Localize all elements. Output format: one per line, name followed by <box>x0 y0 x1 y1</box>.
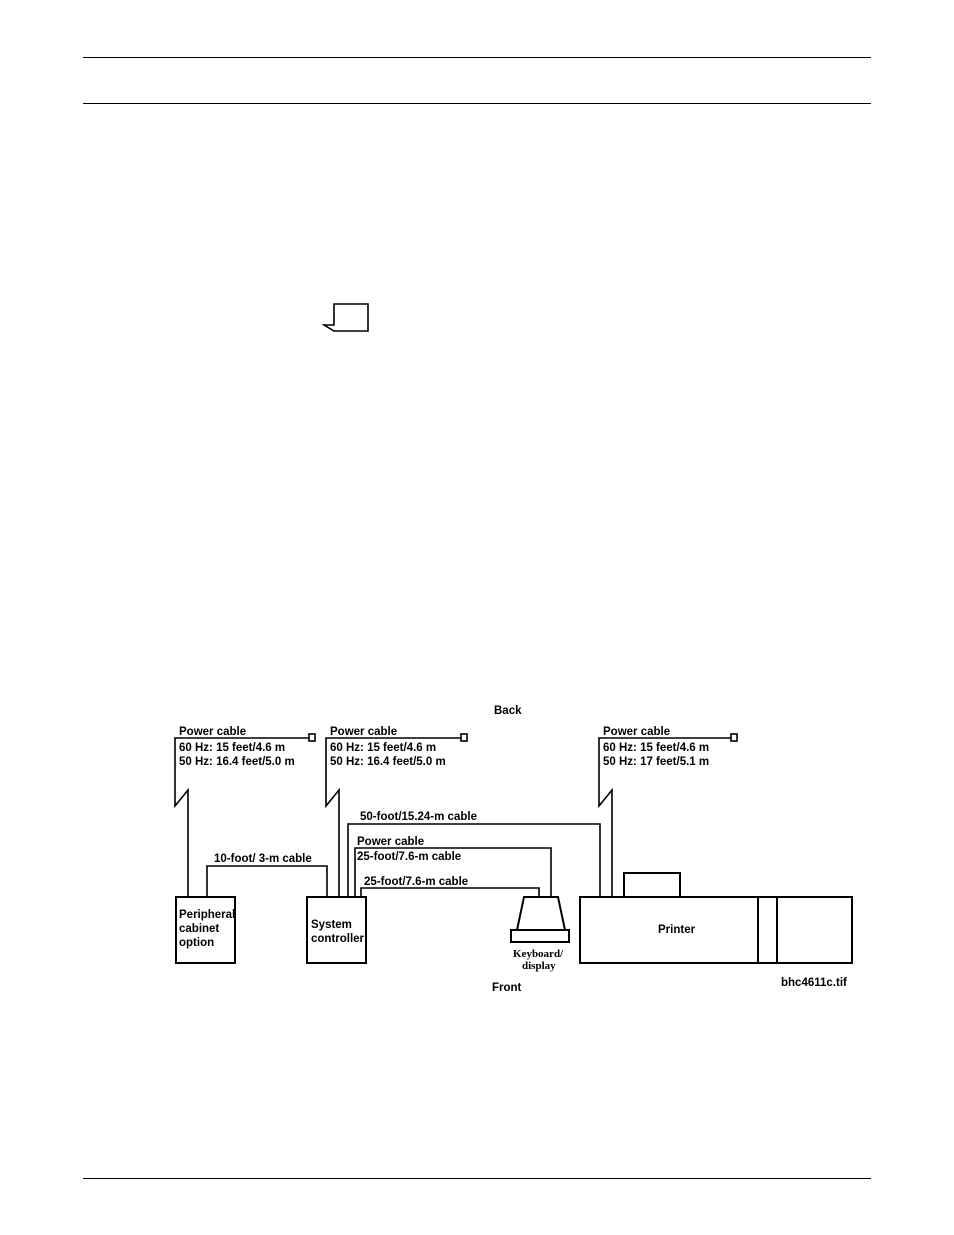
device-label: cabinet <box>179 923 219 935</box>
cable-keyboard-power: Power cable 25-foot/7.6-m cable <box>354 836 552 896</box>
device-label: display <box>522 960 556 972</box>
keyboard-display: Keyboard/ display <box>510 896 570 972</box>
power-cable-spec-60hz: 60 Hz: 15 feet/4.6 m <box>179 742 285 754</box>
cable-controller-to-printer: 50-foot/15.24-m cable <box>347 811 601 896</box>
power-cable-title: Power cable <box>330 726 397 738</box>
power-cable-title: Power cable <box>603 726 670 738</box>
power-cable-spec-50hz: 50 Hz: 16.4 feet/5.0 m <box>330 756 446 768</box>
power-cable-spec-60hz: 60 Hz: 15 feet/4.6 m <box>330 742 436 754</box>
header-rule-bottom <box>83 103 871 104</box>
system-controller-box: System controller <box>306 896 367 964</box>
cable-length-label: 25-foot/7.6-m cable <box>364 876 468 888</box>
power-cable-peripheral: Power cable 60 Hz: 15 feet/4.6 m 50 Hz: … <box>174 726 316 896</box>
device-label: controller <box>311 933 365 945</box>
cable-length-label: 50-foot/15.24-m cable <box>360 811 477 823</box>
cable-keyboard-data: 25-foot/7.6-m cable <box>360 876 540 896</box>
device-label: System <box>311 919 352 931</box>
footer-rule <box>83 1178 871 1179</box>
power-cable-spec-60hz: 60 Hz: 15 feet/4.6 m <box>603 742 709 754</box>
device-label: Peripheral <box>179 909 235 921</box>
cable-connection-diagram: Back Front Power cable 60 Hz: 15 feet/4.… <box>174 705 853 994</box>
device-label: option <box>179 937 214 949</box>
power-cable-printer: Power cable 60 Hz: 15 feet/4.6 m 50 Hz: … <box>598 726 738 896</box>
cable-length-label: 25-foot/7.6-m cable <box>357 851 461 863</box>
cable-peripheral-to-controller: 10-foot/ 3-m cable <box>206 853 328 896</box>
back-label: Back <box>494 705 522 717</box>
power-cable-controller: Power cable 60 Hz: 15 feet/4.6 m 50 Hz: … <box>325 726 468 896</box>
header-rule-top <box>83 57 871 58</box>
cable-title-label: Power cable <box>357 836 424 848</box>
power-cable-title: Power cable <box>179 726 246 738</box>
power-cable-spec-50hz: 50 Hz: 16.4 feet/5.0 m <box>179 756 295 768</box>
device-label: Keyboard/ <box>513 948 564 960</box>
note-icon <box>322 303 369 332</box>
peripheral-cabinet-box: Peripheral cabinet option <box>175 896 236 964</box>
front-label: Front <box>492 982 522 994</box>
power-cable-spec-50hz: 50 Hz: 17 feet/5.1 m <box>603 756 709 768</box>
figure-id-label: bhc4611c.tif <box>781 977 847 989</box>
device-label: Printer <box>658 924 696 936</box>
printer-box: Printer <box>579 872 853 964</box>
cable-length-label: 10-foot/ 3-m cable <box>214 853 312 865</box>
